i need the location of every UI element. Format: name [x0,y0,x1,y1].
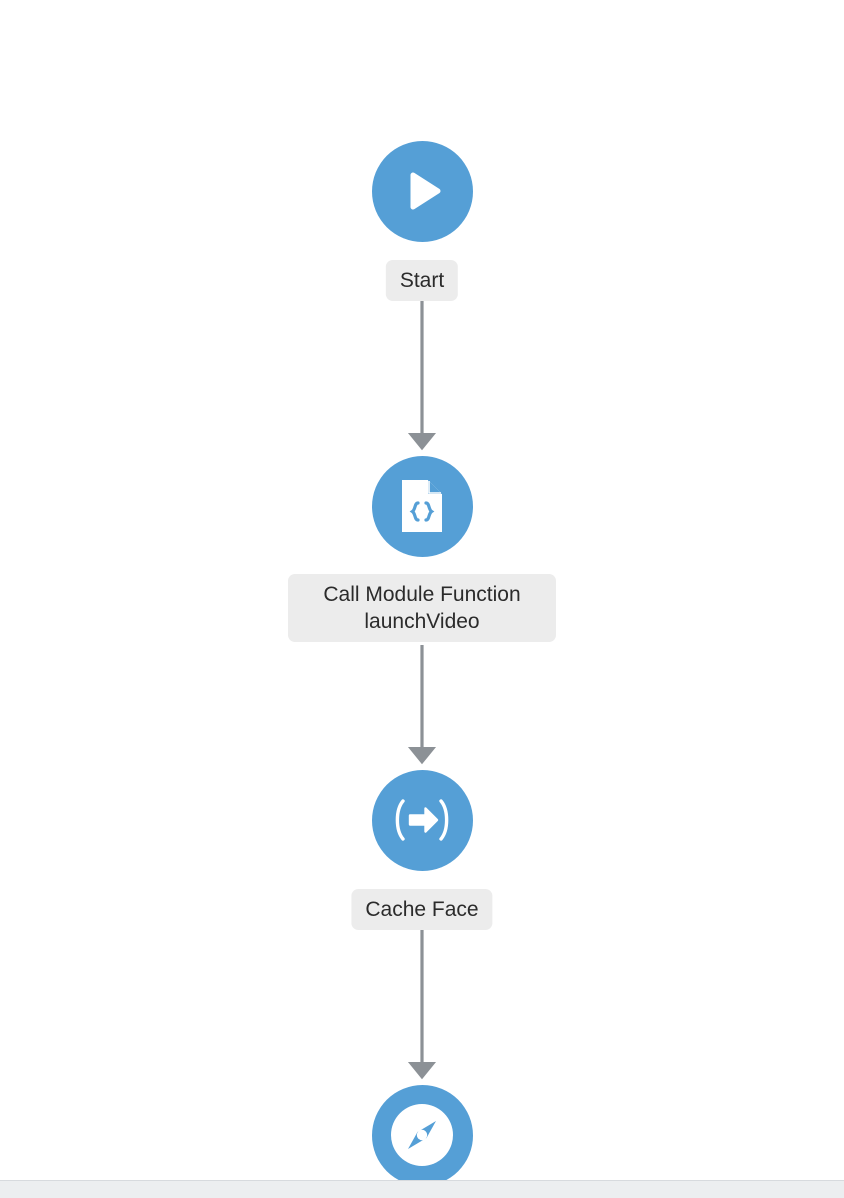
arrow-in-parentheses-icon [390,797,454,843]
node-start[interactable] [371,140,473,242]
play-icon [396,165,448,217]
node-compass[interactable] [371,1084,473,1186]
compass-icon [389,1102,455,1168]
label-cache-face: Cache Face [351,889,493,930]
label-start: Start [385,260,459,301]
node-call-module-function[interactable] [371,455,473,557]
node-cache-face[interactable] [371,769,473,871]
status-bar [0,1180,844,1198]
label-call-module-function: Call Module Function launchVideo [288,574,556,642]
json-document-icon [396,477,448,535]
